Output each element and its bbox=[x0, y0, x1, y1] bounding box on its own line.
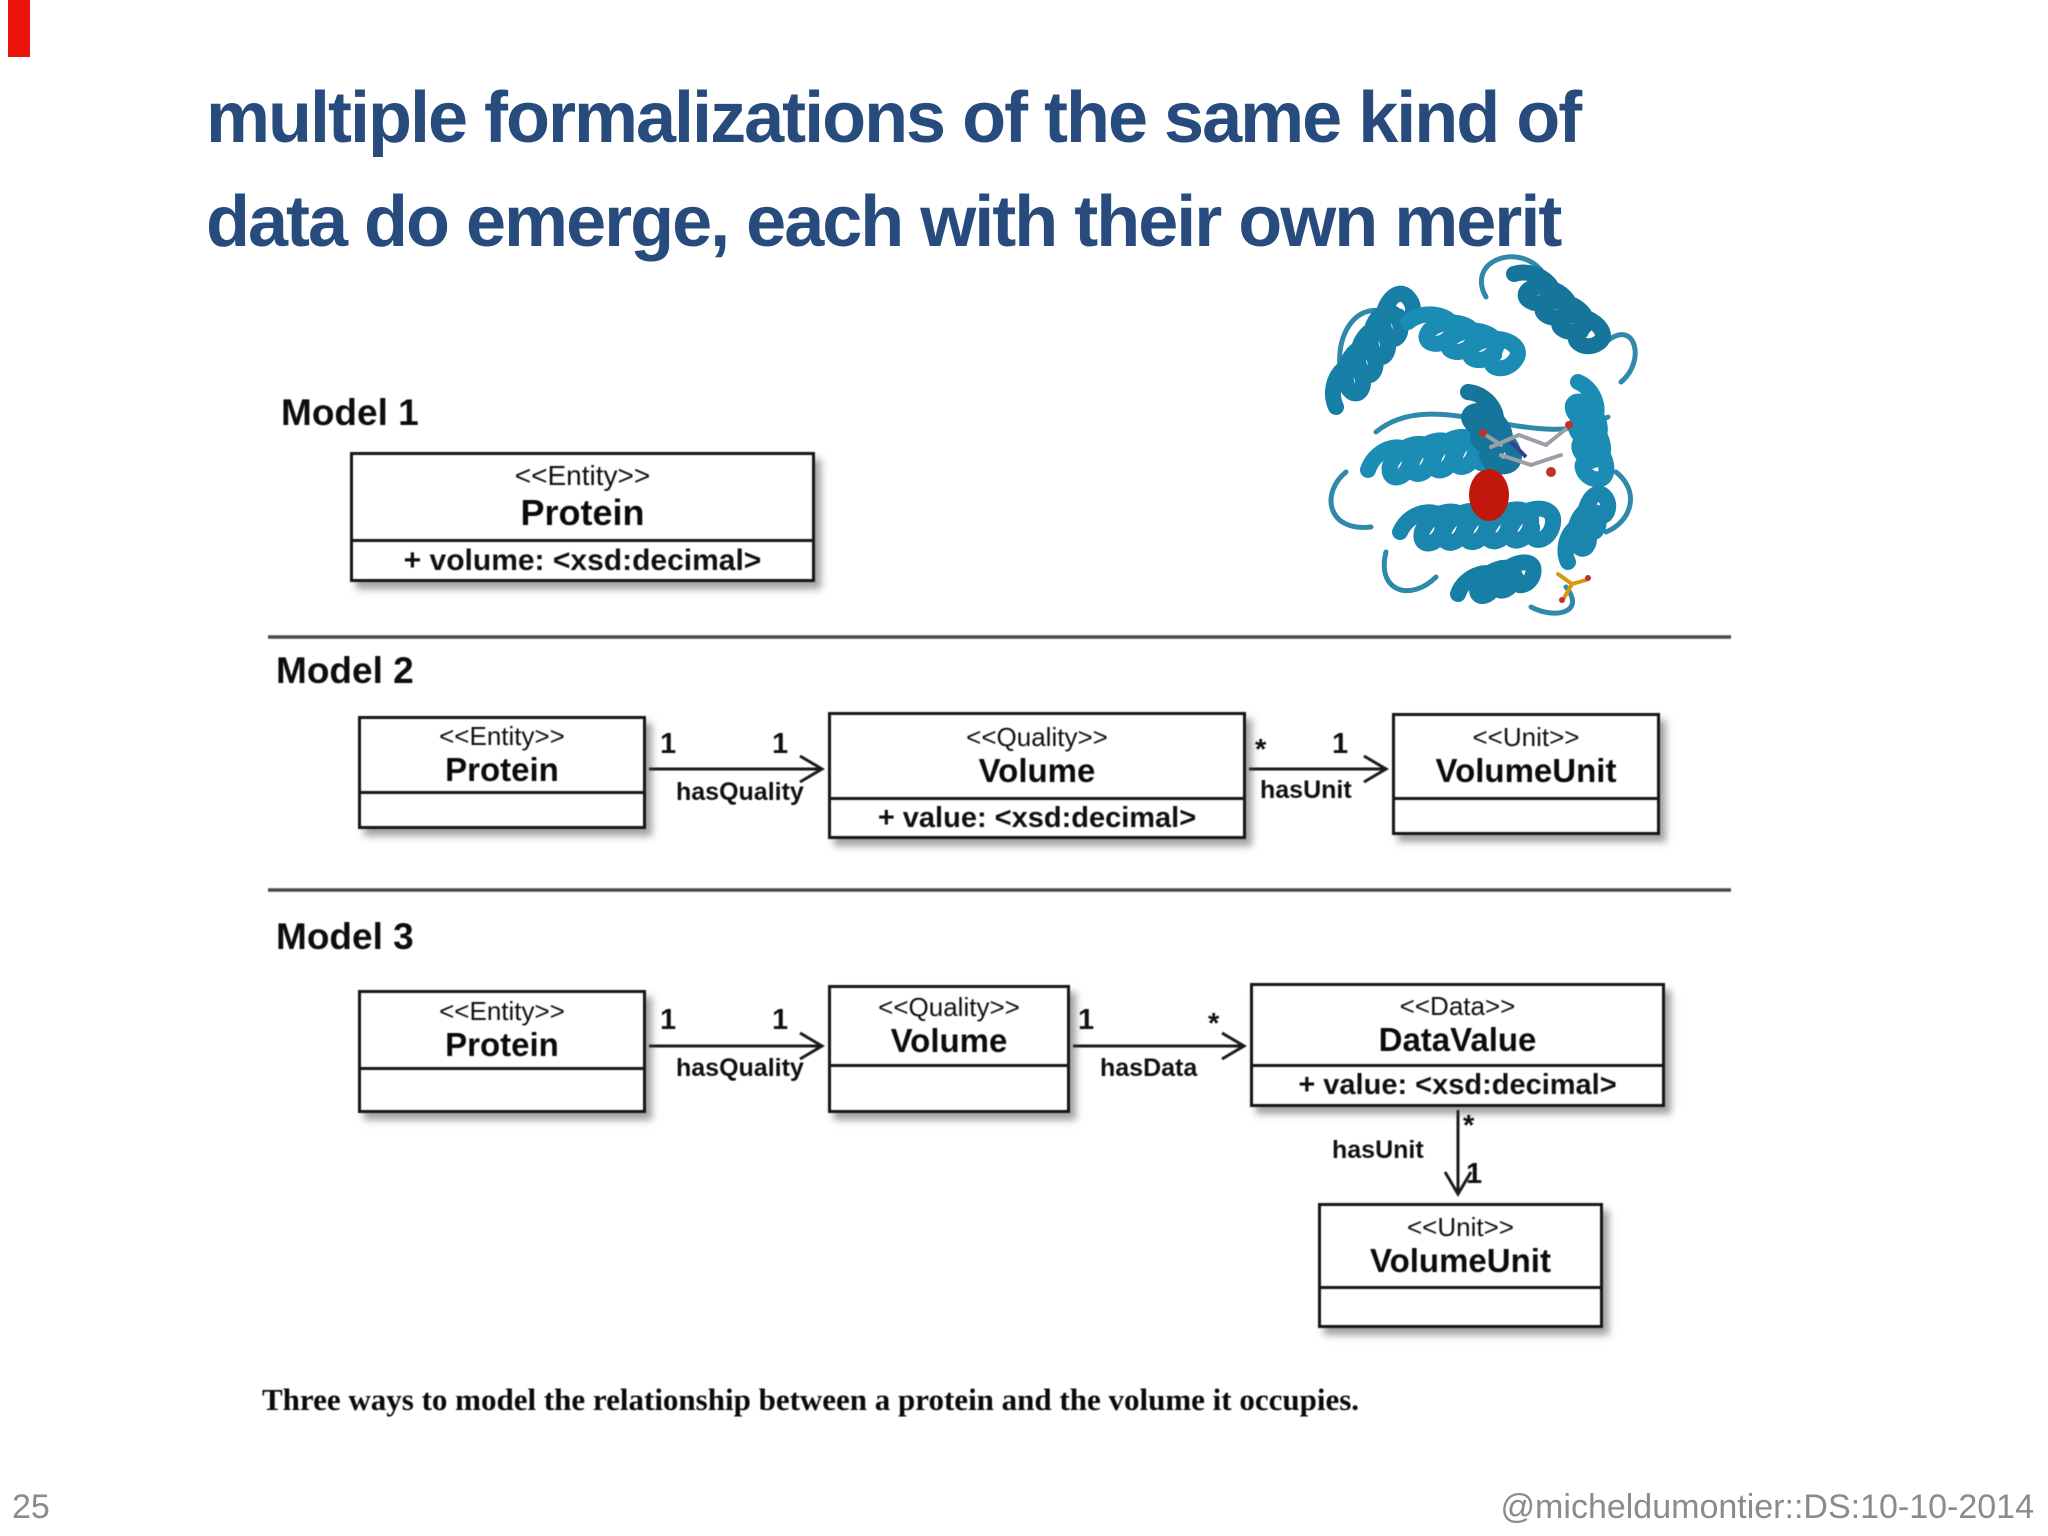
stereotype: <<Entity>> bbox=[439, 720, 565, 751]
role-label-hasquality: hasQuality bbox=[676, 1054, 804, 1082]
red-marker bbox=[8, 0, 30, 57]
class-name: VolumeUnit bbox=[1435, 752, 1617, 790]
arrow-hasquality-m2 bbox=[649, 754, 825, 784]
stereotype: <<Data>> bbox=[1399, 990, 1516, 1021]
class-name: Volume bbox=[978, 751, 1096, 789]
title-line-2: data do emerge, each with their own meri… bbox=[206, 182, 1562, 262]
slide-title: multiple formalizations of the same kind… bbox=[206, 66, 1582, 274]
class-name: Protein bbox=[520, 492, 645, 534]
multiplicity: * bbox=[1255, 734, 1267, 766]
arrow-hasdata-m3 bbox=[1073, 1031, 1247, 1061]
empty-compartment bbox=[361, 791, 643, 826]
model3-label: Model 3 bbox=[276, 916, 414, 957]
role-label-hasquality: hasQuality bbox=[676, 778, 804, 806]
multiplicity: 1 bbox=[660, 1004, 677, 1036]
arrow-hasunit-m3 bbox=[1443, 1110, 1473, 1197]
attribute: + value: <xsd:decimal> bbox=[1298, 1069, 1617, 1101]
empty-compartment bbox=[361, 1067, 643, 1110]
multiplicity: 1 bbox=[772, 728, 789, 760]
empty-compartment bbox=[1395, 797, 1657, 832]
stereotype: <<Unit>> bbox=[1407, 1211, 1514, 1242]
multiplicity: 1 bbox=[772, 1004, 789, 1036]
stereotype: <<Quality>> bbox=[878, 991, 1020, 1022]
stereotype: <<Entity>> bbox=[439, 995, 565, 1026]
empty-compartment bbox=[831, 1064, 1067, 1110]
class-name: VolumeUnit bbox=[1370, 1241, 1551, 1279]
attribute: + volume: <xsd:decimal> bbox=[403, 543, 762, 577]
uml-class-volume-m2: <<Quality>> Volume + value: <xsd:decimal… bbox=[828, 712, 1246, 839]
uml-class-volumeunit-m2: <<Unit>> VolumeUnit bbox=[1392, 713, 1660, 835]
title-line-1: multiple formalizations of the same kind… bbox=[206, 78, 1582, 158]
role-label-hasunit: hasUnit bbox=[1332, 1136, 1424, 1164]
uml-class-datavalue-m3: <<Data>> DataValue + value: <xsd:decimal… bbox=[1250, 983, 1665, 1107]
footer-watermark: @micheldumontier::DS:10-10-2014 bbox=[1500, 1488, 2034, 1526]
empty-compartment bbox=[1321, 1286, 1600, 1325]
stereotype: <<Unit>> bbox=[1472, 722, 1580, 753]
ligand-sticks bbox=[1479, 421, 1573, 477]
model1-label: Model 1 bbox=[281, 392, 419, 433]
multiplicity: 1 bbox=[1078, 1004, 1095, 1036]
uml-class-protein-m3: <<Entity>> Protein bbox=[358, 990, 646, 1113]
uml-class-volume-m3: <<Quality>> Volume bbox=[828, 985, 1070, 1113]
role-label-hasdata: hasData bbox=[1100, 1054, 1198, 1082]
arrow-hasunit-m2 bbox=[1249, 754, 1389, 784]
arrow-hasquality-m3 bbox=[649, 1031, 825, 1061]
figure-caption: Three ways to model the relationship bet… bbox=[262, 1382, 1360, 1417]
multiplicity: 1 bbox=[1332, 728, 1349, 760]
attribute: + value: <xsd:decimal> bbox=[877, 801, 1197, 834]
uml-class-protein-m1: <<Entity>> Protein + volume: <xsd:decima… bbox=[350, 452, 815, 582]
stereotype: <<Entity>> bbox=[514, 460, 651, 492]
stereotype: <<Quality>> bbox=[966, 721, 1108, 752]
uml-class-protein-m2: <<Entity>> Protein bbox=[358, 716, 646, 829]
model2-label: Model 2 bbox=[276, 650, 414, 691]
class-name: Protein bbox=[445, 750, 559, 788]
yellow-ligand bbox=[1556, 572, 1591, 603]
multiplicity: * bbox=[1208, 1008, 1220, 1040]
class-name: Protein bbox=[445, 1025, 559, 1063]
multiplicity: * bbox=[1463, 1110, 1475, 1142]
page-number: 25 bbox=[12, 1488, 50, 1526]
role-label-hasunit: hasUnit bbox=[1260, 776, 1352, 804]
protein-structure-image bbox=[1325, 254, 1638, 616]
multiplicity: 1 bbox=[1466, 1158, 1483, 1190]
class-name: DataValue bbox=[1378, 1020, 1537, 1058]
multiplicity: 1 bbox=[660, 728, 677, 760]
uml-class-volumeunit-m3: <<Unit>> VolumeUnit bbox=[1318, 1203, 1603, 1328]
heme-red-blob bbox=[1469, 469, 1509, 521]
class-name: Volume bbox=[890, 1021, 1008, 1059]
